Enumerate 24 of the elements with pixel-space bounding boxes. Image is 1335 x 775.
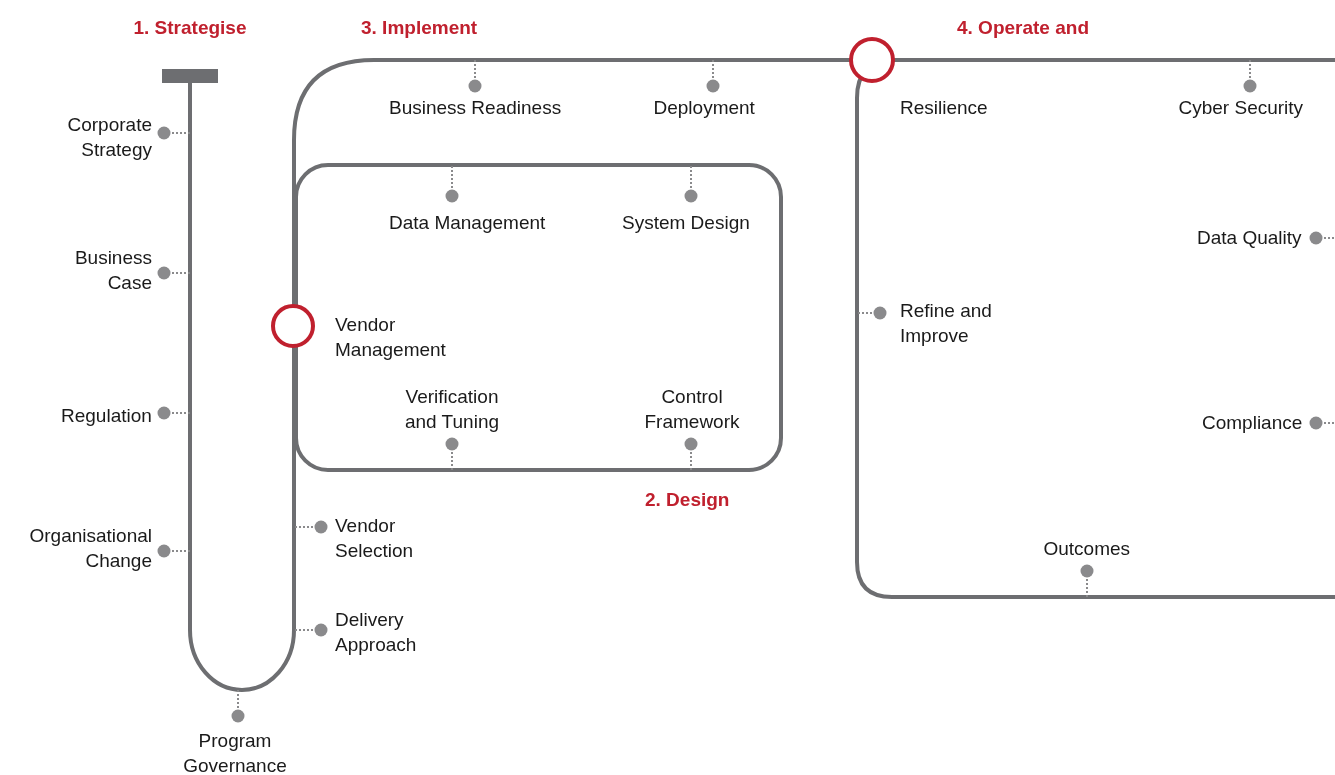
stop-label: Business Case [73,246,152,295]
stop-label: Compliance [1202,411,1303,435]
stop-label: Program Governance [182,729,288,775]
stop-label: Refine and Improve [900,299,993,348]
stage-heading: 2. Design [645,488,730,512]
stop-label: Cyber Security [1178,96,1304,120]
stop-label: Control Framework [643,385,741,434]
stop-label: Delivery Approach [335,608,418,657]
stage-heading: 3. Implement [361,16,478,40]
stop-label: System Design [622,211,750,235]
stop-label: Outcomes [1043,537,1131,561]
stop-label: Regulation [61,404,152,428]
stop-label: Business Readiness [389,96,562,120]
stop-label: Corporate Strategy [66,113,152,162]
stop-label: Vendor Selection [335,514,415,563]
stop-label: Data Management [389,211,546,235]
stage-heading: 1. Strategise [133,16,247,40]
stage-heading: 4. Operate and [957,16,1089,40]
stop-label: Vendor Management [335,313,447,362]
stop-label: Organisational Change [28,524,152,573]
stop-label: Deployment [653,96,755,120]
stop-label: Data Quality [1197,226,1302,250]
stop-label: Resilience [900,96,988,120]
stop-label: Verification and Tuning [404,385,500,434]
